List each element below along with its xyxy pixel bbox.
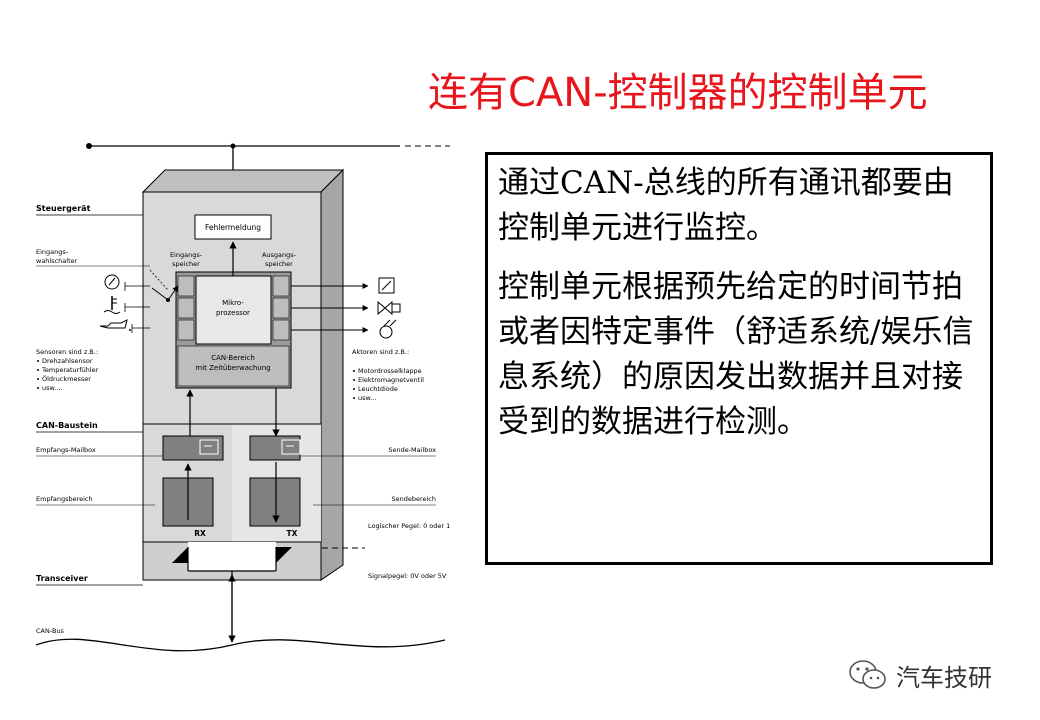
svg-text:Elektromagnetventil: Elektromagnetventil bbox=[358, 376, 424, 384]
svg-text:Motordrosselklappe: Motordrosselklappe bbox=[358, 367, 422, 375]
thermometer-icon bbox=[103, 296, 121, 314]
svg-text:TX: TX bbox=[287, 529, 298, 538]
steuergeraet-top bbox=[141, 169, 345, 193]
svg-text:Mikro-: Mikro- bbox=[222, 299, 244, 307]
description-box: 通过CAN-总线的所有通讯都要由控制单元进行监控。 控制单元根据预先给定的时间节… bbox=[485, 152, 993, 565]
svg-text:wahlschalter: wahlschalter bbox=[36, 257, 78, 265]
svg-text:Leuchtdiode: Leuchtdiode bbox=[358, 385, 398, 393]
svg-text:Logischer Pegel: 0 oder 1: Logischer Pegel: 0 oder 1 bbox=[368, 522, 450, 530]
transceiver-label: Transceiver bbox=[36, 574, 88, 583]
svg-text:CAN-Bereich: CAN-Bereich bbox=[211, 354, 255, 362]
steuergeraet-label: Steuergerät bbox=[36, 204, 91, 213]
can-bus-line bbox=[35, 638, 446, 652]
svg-text:Eingangs-: Eingangs- bbox=[36, 248, 69, 256]
svg-text:Signalpegel: 0V oder 5V: Signalpegel: 0V oder 5V bbox=[368, 572, 447, 580]
svg-text:Sensoren sind z.B.:: Sensoren sind z.B.: bbox=[36, 348, 98, 356]
wechat-icon bbox=[849, 660, 886, 689]
description-paragraph-2: 控制单元根据预先给定的时间节拍或者因特定事件（舒适系统/娱乐信息系统）的原因发出… bbox=[498, 269, 974, 440]
description-paragraph-1: 通过CAN-总线的所有通讯都要由控制单元进行监控。 bbox=[498, 165, 954, 246]
throttle-icon bbox=[378, 277, 395, 294]
watermark: 汽车技研 bbox=[848, 655, 992, 695]
slide-title: 连有CAN-控制器的控制单元 bbox=[428, 70, 928, 116]
svg-text:usw...: usw... bbox=[358, 394, 376, 402]
svg-text:prozessor: prozessor bbox=[216, 309, 250, 317]
can-baustein-label: CAN-Baustein bbox=[36, 421, 98, 430]
svg-text:usw....: usw.... bbox=[42, 384, 63, 392]
svg-text:Aktoren sind z.B.:: Aktoren sind z.B.: bbox=[352, 348, 409, 356]
svg-text:Sende-Mailbox: Sende-Mailbox bbox=[388, 446, 436, 454]
svg-text:Öldruckmesser: Öldruckmesser bbox=[42, 374, 91, 383]
oil-can-icon bbox=[99, 319, 131, 331]
eingangswahlschalter-switch bbox=[149, 269, 169, 291]
can-bus-label: CAN-Bus bbox=[36, 627, 65, 635]
svg-text:Eingangs-: Eingangs- bbox=[170, 251, 203, 259]
gauge-icon bbox=[104, 274, 120, 290]
svg-text:Drehzahlsensor: Drehzahlsensor bbox=[42, 357, 93, 365]
svg-text:RX: RX bbox=[194, 529, 206, 538]
svg-text:mit Zeitüberwachung: mit Zeitüberwachung bbox=[195, 364, 270, 372]
svg-text:speicher: speicher bbox=[172, 260, 200, 268]
fehlermeldung-box bbox=[194, 214, 272, 240]
valve-icon bbox=[377, 300, 401, 316]
svg-text:Fehlermeldung: Fehlermeldung bbox=[205, 223, 261, 232]
can-bereich-box bbox=[177, 345, 290, 387]
svg-text:speicher: speicher bbox=[265, 260, 293, 268]
steuergeraet-side bbox=[320, 168, 344, 581]
svg-text:Sendebereich: Sendebereich bbox=[391, 495, 436, 503]
svg-text:Ausgangs-: Ausgangs- bbox=[262, 251, 297, 259]
tx-block bbox=[249, 477, 301, 527]
led-icon bbox=[379, 319, 397, 339]
can-controller-diagram: Fehlermeldung Mikro- prozessor CAN-Berei… bbox=[35, 143, 450, 652]
svg-text:Empfangsbereich: Empfangsbereich bbox=[36, 495, 93, 503]
watermark-text: 汽车技研 bbox=[896, 663, 992, 692]
svg-text:Empfangs-Mailbox: Empfangs-Mailbox bbox=[36, 446, 96, 454]
svg-text:Temperaturfühler: Temperaturfühler bbox=[41, 366, 99, 374]
